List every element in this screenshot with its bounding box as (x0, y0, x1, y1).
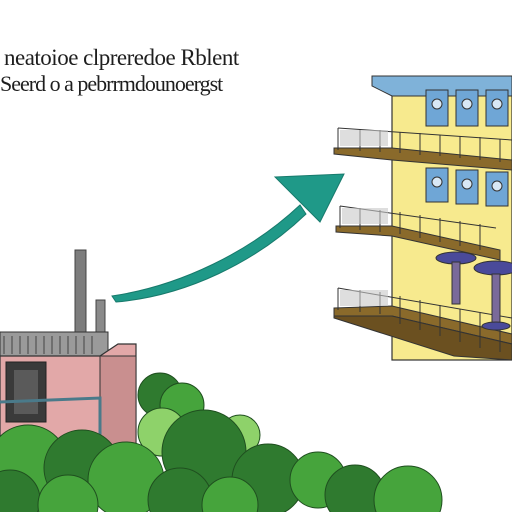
balcony-icon (333, 287, 512, 361)
balcony-icon (335, 205, 501, 261)
trees-icon (0, 372, 443, 512)
balcony-icon (333, 127, 512, 171)
caption-line-1: neatoioe clpreredoe Rblent (4, 45, 239, 70)
caption-line-2: Seerd o a pebrrmdounoergst (0, 71, 223, 96)
building-icon (333, 75, 512, 361)
caption: neatoioe clpreredoe Rblent Seerd o a peb… (0, 44, 360, 98)
umbrella-icon (435, 251, 512, 331)
window-icon (425, 167, 509, 207)
window-icon (425, 89, 509, 127)
arrow-icon (111, 173, 345, 303)
